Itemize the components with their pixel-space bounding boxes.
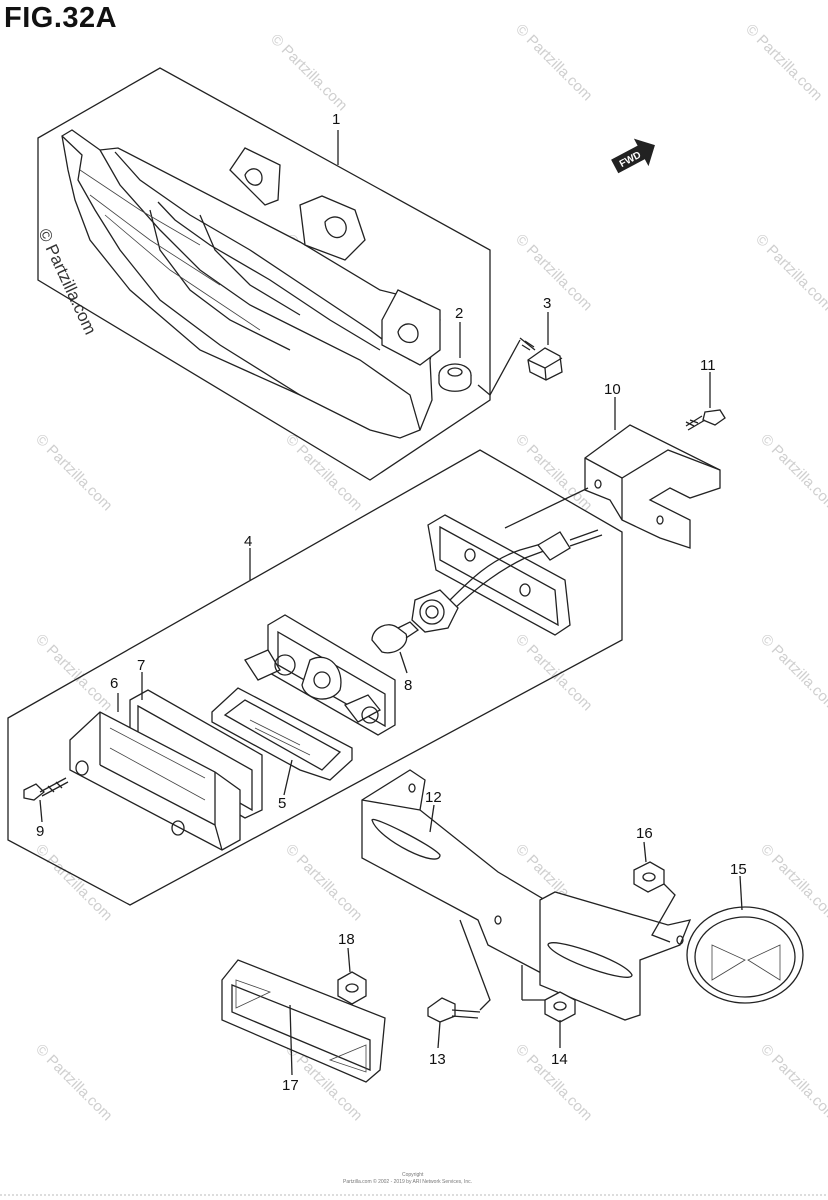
nut-small [633,861,665,893]
part-number: 3 [543,295,551,312]
watermark-text: © Partzilla.com [282,431,365,514]
grommet [438,363,472,392]
round-reflector [686,906,804,1004]
part-number: 4 [244,533,252,550]
fwd-badge-label: FWD [618,150,643,170]
lamp-base-plate [427,487,603,636]
part-number: 9 [36,823,44,840]
screw [519,337,563,381]
part-number: 1 [332,111,340,128]
license-bracket [361,769,692,1021]
footer-copyright: Copyright [402,1172,424,1178]
footer: Copyright Partzilla.com © 2002 - 2019 by… [0,1172,828,1196]
watermark-text: © Partzilla.com [757,1041,828,1124]
bolt [427,997,481,1023]
part-number: 15 [730,861,747,878]
assembly-box-lower [7,449,623,906]
figure-title: FIG.32A [4,2,118,34]
assembly-box-upper [37,67,491,481]
watermark-text: © Partzilla.com [512,231,595,314]
side-watermark-text: © Partzilla.com [34,226,100,338]
watermark-text: © Partzilla.com [267,31,350,114]
part-number: 2 [455,305,463,322]
part-number: 18 [338,931,355,948]
part-number: 14 [551,1051,568,1068]
watermark-text: © Partzilla.com [282,841,365,924]
watermark-text: © Partzilla.com [757,631,828,714]
lens-screw [23,777,69,801]
tapping-screw [685,409,726,431]
watermark-text: © Partzilla.com [757,431,828,514]
watermark-text: © Partzilla.com [32,1041,115,1124]
watermark-text: © Partzilla.com [742,21,825,104]
turn-signal-housing [61,129,441,439]
lamp-inner-unit [211,614,396,781]
part-number: 5 [278,795,286,812]
reflector-nut [337,971,367,1005]
nut [544,991,576,1023]
leader-lines [39,130,743,1076]
part-number: 17 [282,1077,299,1094]
watermark-text: © Partzilla.com [512,431,595,514]
footer-copyright-detail: Partzilla.com © 2002 - 2019 by ARI Netwo… [343,1178,472,1185]
watermark-text: © Partzilla.com [752,231,828,314]
rectangular-reflector [221,959,386,1083]
bulb [371,621,420,654]
watermark-text: © Partzilla.com [32,431,115,514]
part-number: 10 [604,381,621,398]
part-number-labels: 1 2 3 4 5 6 7 8 9 10 11 12 13 14 15 16 1… [36,111,747,1094]
part-number: 8 [404,677,412,694]
tail-lens [69,711,241,851]
watermark-text: © Partzilla.com [512,21,595,104]
part-number: 13 [429,1051,446,1068]
bulb-socket [411,589,459,633]
forward-arrow-icon: FWD [611,138,655,174]
watermark-text: © Partzilla.com [32,631,115,714]
bracket-upper [584,424,721,549]
part-number: 11 [700,357,716,374]
part-number: 7 [137,657,145,674]
watermark-text: © Partzilla.com [32,841,115,924]
watermark-text: © Partzilla.com [512,631,595,714]
part-number: 12 [425,789,442,806]
part-number: 6 [110,675,118,692]
part-number: 16 [636,825,653,842]
